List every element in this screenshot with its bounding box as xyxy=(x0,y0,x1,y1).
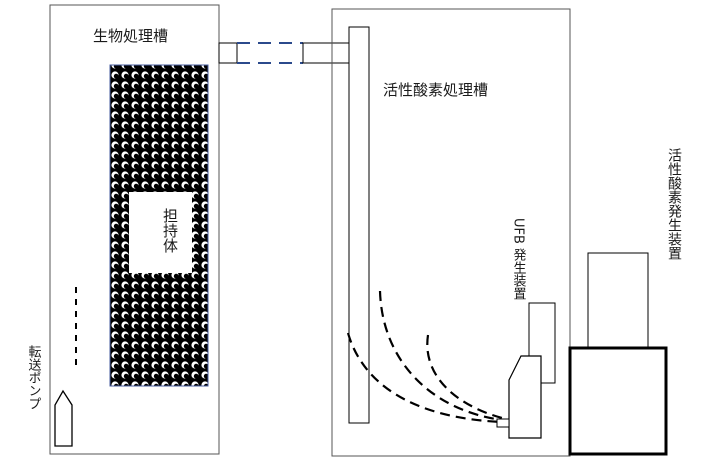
active-oxygen-generator-base xyxy=(568,346,668,456)
transfer-pump-label: 転送ポンプ xyxy=(26,345,42,410)
ufb-nozzle xyxy=(496,418,510,428)
pipe-right-stub xyxy=(302,42,350,64)
flow-arc-inner xyxy=(426,334,503,420)
ufb-device-lower xyxy=(508,355,542,439)
bio-tank-label: 生物処理槽 xyxy=(93,27,168,45)
carrier-label: 担持体 xyxy=(161,208,179,253)
flow-arc-outer xyxy=(346,332,503,424)
ufb-generator-label: UFB 発生装置 xyxy=(511,218,527,300)
active-oxygen-tank xyxy=(331,8,571,457)
active-oxygen-generator-top xyxy=(587,252,649,348)
active-oxygen-tank-label: 活性酸素処理槽 xyxy=(383,81,488,99)
carrier-label-box xyxy=(129,192,192,273)
inner-baffle xyxy=(348,26,370,424)
transfer-pump xyxy=(54,389,73,447)
pipe-left-stub xyxy=(218,42,238,64)
flow-arc-middle xyxy=(378,290,503,422)
active-oxygen-generator-label: 活性酸素発生装置 xyxy=(666,148,682,260)
